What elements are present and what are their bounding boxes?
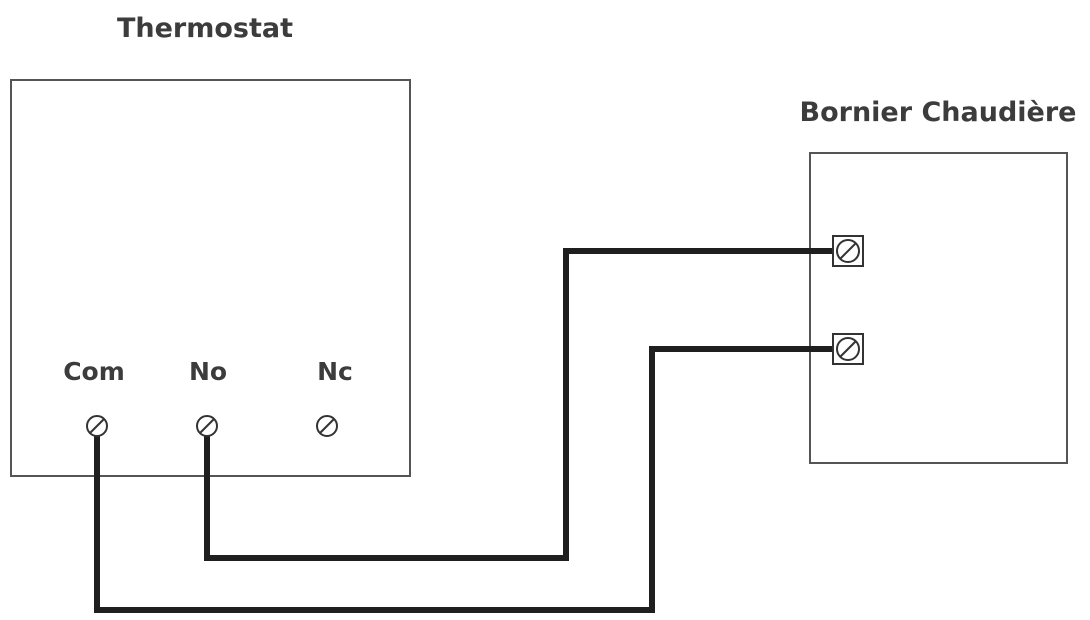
wire-no-to-boiler-top — [204, 248, 840, 561]
thermostat-box — [10, 79, 411, 477]
terminal-screw-no — [196, 415, 218, 437]
boiler-title: Bornier Chaudière — [800, 97, 1077, 128]
wire-com-to-boiler-bottom — [94, 346, 840, 613]
terminal-label-com: Com — [63, 357, 125, 386]
terminal-label-no: No — [189, 357, 227, 386]
boiler-terminal-bottom — [832, 333, 864, 365]
terminal-screw-com — [86, 415, 108, 437]
boiler-terminal-box — [809, 152, 1068, 464]
boiler-terminal-top — [832, 235, 864, 267]
terminal-label-nc: Nc — [317, 357, 353, 386]
thermostat-title: Thermostat — [117, 13, 293, 44]
terminal-screw-nc — [316, 415, 338, 437]
